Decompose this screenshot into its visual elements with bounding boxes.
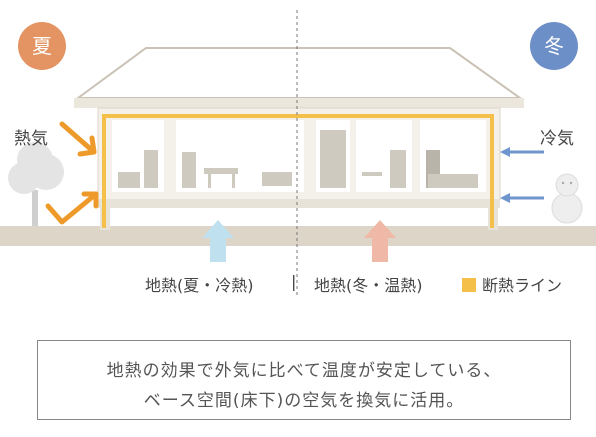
eave	[74, 98, 524, 108]
hot-air-arrows	[45, 121, 99, 225]
hot-air-label: 熱気	[14, 129, 48, 149]
explanation-callout: 地熱の効果で外気に比べて温度が安定している、 ベース空間(床下)の空気を換気に活…	[37, 340, 571, 420]
insulation-swatch	[462, 278, 476, 292]
insulation-legend: 断熱ライン	[462, 272, 562, 296]
callout-line-2: ベース空間(床下)の空気を換気に活用。	[143, 391, 465, 411]
insulation-legend-label: 断熱ライン	[482, 276, 563, 295]
furniture	[118, 130, 478, 188]
geothermal-warm-arrow	[364, 220, 396, 262]
geothermal-cool-arrow	[202, 220, 234, 262]
ground	[0, 226, 596, 246]
geothermal-summer-caption: 地熱(夏・冷熱)	[145, 276, 254, 295]
cold-air-label: 冷気	[540, 129, 574, 149]
house-cross-section-diagram	[0, 10, 596, 295]
callout-line-1: 地熱の効果で外気に比べて温度が安定している、	[106, 361, 502, 381]
snowman-icon	[551, 173, 583, 224]
summer-badge: 夏	[18, 22, 66, 70]
cold-air-arrows	[500, 147, 544, 203]
insulation-line	[102, 114, 494, 228]
geothermal-winter-caption: 地熱(冬・温熱)	[314, 276, 423, 295]
tree-icon	[8, 142, 64, 226]
floor-slab	[98, 200, 500, 208]
roof	[74, 47, 524, 99]
winter-badge: 冬	[530, 22, 578, 70]
caption-separator: |	[291, 272, 297, 291]
